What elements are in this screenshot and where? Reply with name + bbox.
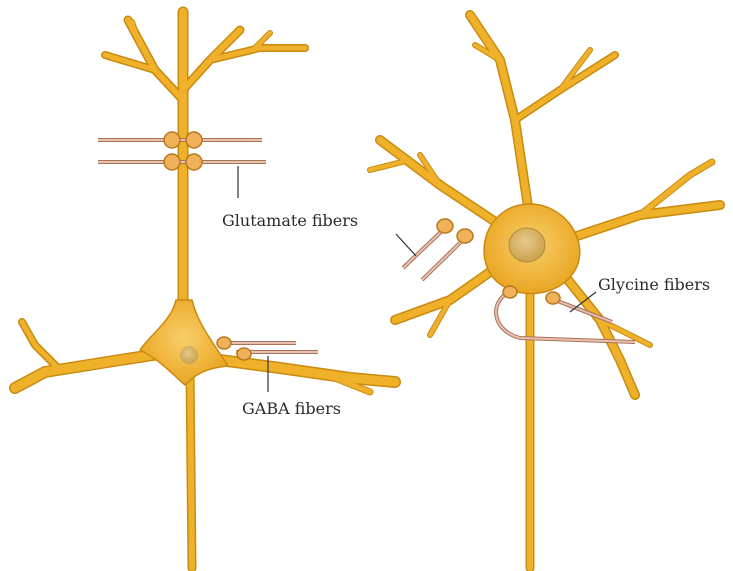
synaptic-terminal — [457, 229, 473, 243]
left-fibers-leader-line — [396, 234, 416, 256]
gaba-label: GABA fibers — [242, 399, 341, 418]
glycine-label: Glycine fibers — [598, 275, 710, 294]
right-neuron-nucleus — [509, 228, 545, 262]
glutamate-terminal — [164, 132, 180, 148]
left-neuron-processes — [15, 12, 395, 568]
glycine-terminal — [546, 292, 560, 304]
glutamate-label: Glutamate fibers — [222, 211, 358, 230]
left-neuron-outline — [15, 12, 395, 568]
glutamate-terminal — [186, 154, 202, 170]
left-neuron — [15, 12, 395, 568]
gaba-terminal — [237, 348, 251, 360]
glycine-terminal — [503, 286, 517, 298]
glutamate-terminal — [164, 154, 180, 170]
synaptic-terminal — [437, 219, 453, 233]
left-neuron-soma — [140, 300, 228, 385]
gaba-terminal — [217, 337, 231, 349]
glycine-fibers — [496, 286, 635, 342]
left-neuron-nucleus — [180, 346, 198, 364]
glutamate-terminal — [186, 132, 202, 148]
right-neuron-left-fibers — [403, 219, 473, 280]
